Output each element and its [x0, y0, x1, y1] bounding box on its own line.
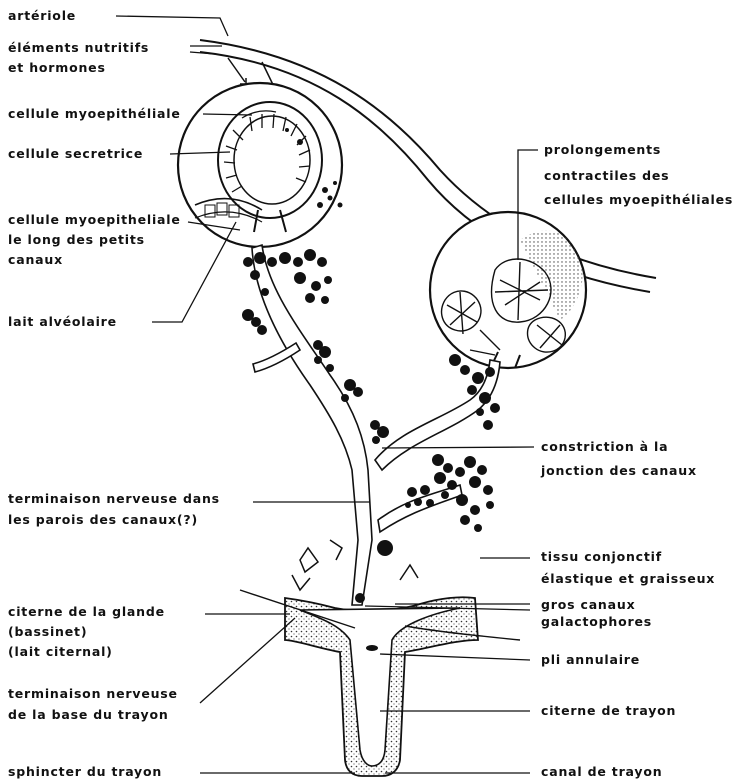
label-terminaison-canaux-1: terminaison nerveuse dans: [8, 489, 220, 509]
label-arteriole: artériole: [8, 6, 76, 26]
label-gros-canaux-2: galactophores: [541, 612, 652, 632]
label-sphincter: sphincter du trayon: [8, 762, 162, 782]
label-constriction-1: constriction à la: [541, 437, 668, 457]
label-prolongements-2: contractiles des: [544, 166, 669, 186]
label-cellule-myo-petits-canaux-1: cellule myoepitheliale: [8, 210, 181, 230]
label-prolongements-3: cellules myoepithéliales: [544, 190, 733, 210]
label-cellule-secretrice: cellule secretrice: [8, 144, 143, 164]
alveolus-magnified: [178, 83, 343, 247]
label-citerne-glande-3: (lait citernal): [8, 642, 113, 662]
label-citerne-trayon: citerne de trayon: [541, 701, 676, 721]
label-tissu-conjonctif-1: tissu conjonctif: [541, 547, 662, 567]
label-pli-annulaire: pli annulaire: [541, 650, 640, 670]
label-lait-alveolaire: lait alvéolaire: [8, 312, 117, 332]
label-citerne-glande-1: citerne de la glande: [8, 602, 165, 622]
label-constriction-2: jonction des canaux: [541, 461, 697, 481]
label-prolongements-1: prolongements: [544, 140, 661, 160]
label-tissu-conjonctif-2: élastique et graisseux: [541, 569, 715, 589]
label-terminaison-canaux-2: les parois des canaux(?): [8, 510, 198, 530]
label-terminaison-trayon-2: de la base du trayon: [8, 705, 169, 725]
label-cellule-myoepitheliale: cellule myoepithéliale: [8, 104, 181, 124]
label-elements-nutritifs-1: éléments nutritifs: [8, 38, 149, 58]
label-cellule-myo-petits-canaux-3: canaux: [8, 250, 63, 270]
label-citerne-glande-2: (bassinet): [8, 622, 87, 642]
myoepithelial-network-magnified: [430, 212, 586, 368]
label-terminaison-trayon-1: terminaison nerveuse: [8, 684, 178, 704]
teat-and-cistern: [240, 590, 520, 776]
label-elements-nutritifs-2: et hormones: [8, 58, 106, 78]
label-canal-trayon: canal de trayon: [541, 762, 662, 782]
label-cellule-myo-petits-canaux-2: le long des petits: [8, 230, 145, 250]
